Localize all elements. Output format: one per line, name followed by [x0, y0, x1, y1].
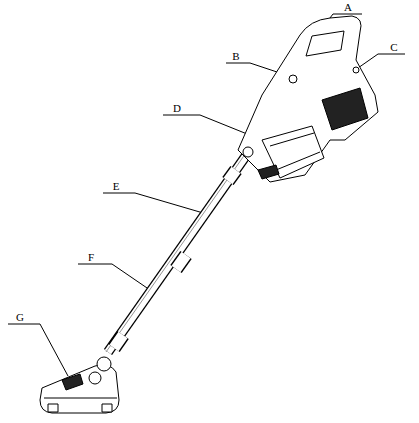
handle-hole [306, 31, 344, 56]
wheel [48, 404, 58, 412]
leader-line [358, 54, 405, 68]
tube-joint [114, 335, 123, 348]
leader-line [8, 324, 68, 376]
callout-letter: F [88, 251, 94, 263]
main-body [238, 16, 378, 182]
floor-head-line [44, 398, 117, 399]
callout-letter: E [113, 180, 120, 192]
tube-joint [176, 255, 186, 269]
tube-joint [228, 170, 236, 181]
callout-letter: B [232, 50, 239, 62]
tube-fill [108, 150, 250, 352]
body-outline [238, 16, 378, 182]
callout-letter: G [16, 311, 24, 323]
head-button [62, 374, 83, 390]
tube-socket [243, 147, 253, 157]
floor-head [40, 357, 119, 413]
callout-letter: C [390, 41, 397, 53]
wheel [102, 404, 112, 412]
callout-letter: A [344, 1, 352, 13]
tube-joint [176, 255, 186, 269]
tube [106, 150, 250, 352]
tube-joint [114, 335, 123, 348]
leader-lines [8, 14, 405, 376]
power-button [289, 75, 297, 83]
leader-line [78, 264, 150, 290]
swivel-joint [89, 372, 101, 384]
battery [322, 88, 368, 130]
floor-head-body [40, 365, 119, 413]
leader-line [103, 193, 210, 215]
callout-letter: D [173, 102, 181, 114]
bin-rim [270, 133, 320, 170]
release-button [258, 165, 279, 179]
tube-outline [108, 150, 250, 352]
tube-shade [106, 150, 248, 352]
tube-joint [228, 170, 236, 181]
knob [353, 67, 359, 73]
swivel-joint [97, 357, 111, 371]
